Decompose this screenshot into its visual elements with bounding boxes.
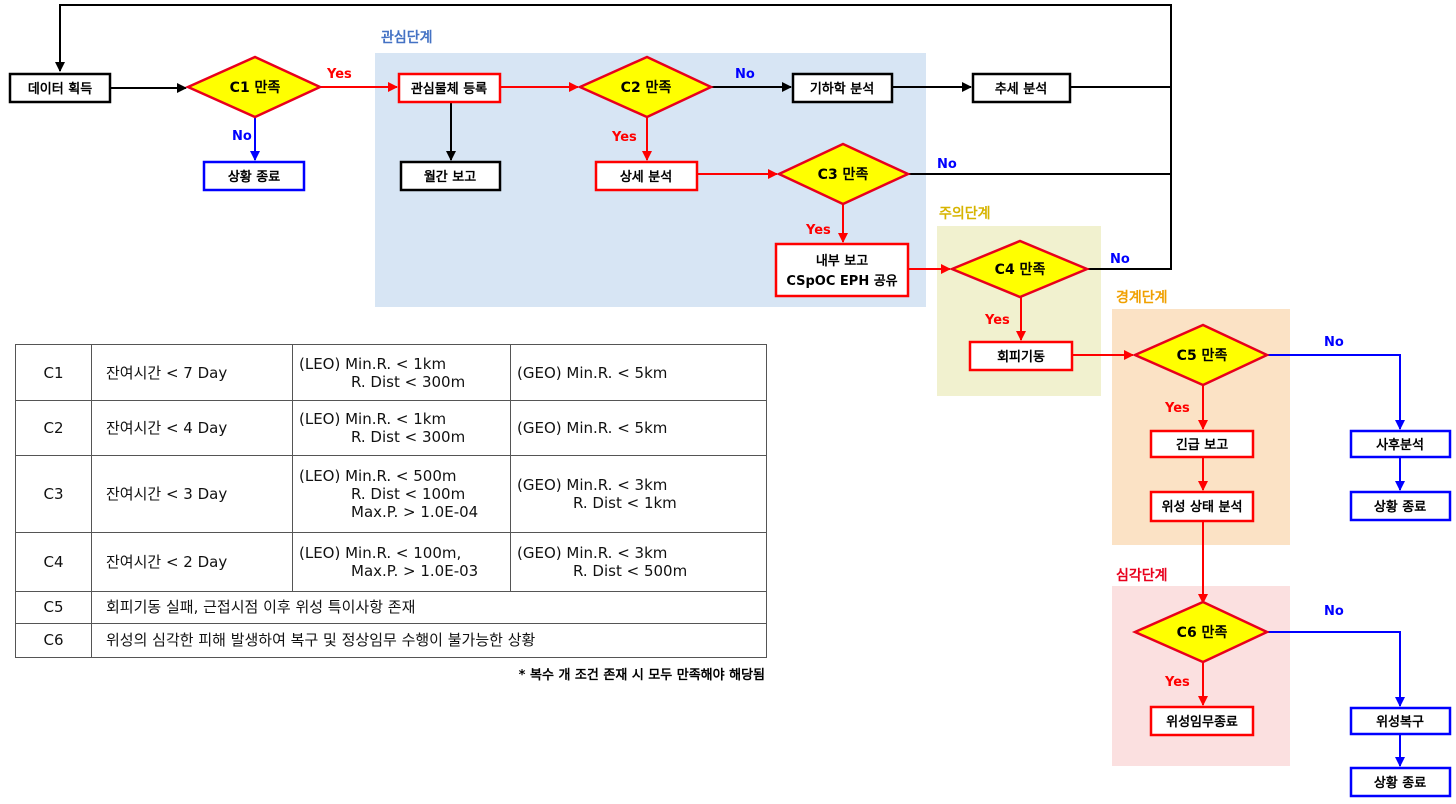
connectors-red — [320, 82, 1208, 706]
criteria-geo: (GEO) Min.R. < 5km — [510, 343, 767, 402]
svg-text:C3 만족: C3 만족 — [818, 167, 869, 183]
svg-text:위성임무종료: 위성임무종료 — [1166, 715, 1238, 730]
box-geometry-analysis: 기하학 분석 — [791, 72, 894, 104]
stage-title-warning: 경계단계 — [1116, 289, 1168, 306]
connectors-black — [55, 4, 1172, 270]
box-post-analysis: 사후분석 — [1349, 429, 1452, 459]
label-no-c3: No — [937, 157, 957, 172]
box-end-c1: 상황 종료 — [202, 160, 306, 192]
box-end-c6: 상황 종료 — [1349, 766, 1452, 798]
criteria-leo: (LEO) Min.R. < 1km R. Dist < 300m — [292, 400, 511, 457]
criteria-geo: (GEO) Min.R. < 5km — [510, 400, 767, 457]
svg-text:위성 상태 분석: 위성 상태 분석 — [1162, 500, 1243, 515]
criteria-row-c1: C1 잔여시간 < 7 Day (LEO) Min.R. < 1km R. Di… — [15, 343, 767, 402]
svg-text:상황 종료: 상황 종료 — [228, 169, 280, 185]
criteria-id: C2 — [15, 400, 92, 457]
svg-text:CSpOC EPH 공유: CSpOC EPH 공유 — [786, 274, 897, 289]
criteria-leo: (LEO) Min.R. < 500m R. Dist < 100m Max.P… — [292, 455, 511, 533]
label-yes-c1: Yes — [326, 67, 352, 82]
label-no-c6: No — [1324, 604, 1344, 619]
criteria-remaining-time: 잔여시간 < 7 Day — [91, 343, 293, 402]
stage-title-severe: 심각단계 — [1116, 567, 1168, 584]
criteria-row-c2: C2 잔여시간 < 4 Day (LEO) Min.R. < 1km R. Di… — [15, 400, 767, 457]
stage-title-interest: 관심단계 — [381, 29, 433, 46]
label-no-c1: No — [232, 129, 252, 144]
stage-title-caution: 주의단계 — [939, 205, 991, 222]
box-satellite-recovery: 위성복구 — [1349, 706, 1452, 736]
criteria-id: C6 — [15, 622, 92, 659]
box-data-acquisition: 데이터 획득 — [8, 72, 112, 104]
criteria-id: C1 — [15, 343, 92, 402]
criteria-remaining-time: 잔여시간 < 2 Day — [91, 531, 293, 592]
criteria-id: C5 — [15, 590, 92, 624]
box-avoidance-maneuver: 회피기동 — [968, 340, 1074, 372]
criteria-id: C4 — [15, 531, 92, 592]
label-no-c5: No — [1324, 335, 1344, 350]
svg-text:C1 만족: C1 만족 — [230, 80, 281, 96]
connectors-blue — [250, 117, 1405, 767]
label-yes-c5: Yes — [1164, 401, 1190, 416]
box-urgent-report: 긴급 보고 — [1149, 429, 1255, 459]
criteria-row-c5: C5 회피기동 실패, 근접시점 이후 위성 특이사항 존재 — [15, 590, 767, 624]
box-register-object: 관심물체 등록 — [397, 72, 502, 104]
criteria-row-c6: C6 위성의 심각한 피해 발생하여 복구 및 정상임무 수행이 불가능한 상황 — [15, 622, 767, 659]
criteria-footnote: * 복수 개 조건 존재 시 모두 만족해야 해당됨 — [518, 668, 765, 683]
criteria-leo: (LEO) Min.R. < 1km R. Dist < 300m — [292, 343, 511, 402]
svg-text:C4 만족: C4 만족 — [995, 262, 1046, 278]
svg-text:상황 종료: 상황 종료 — [1374, 499, 1426, 515]
svg-text:월간 보고: 월간 보고 — [424, 169, 476, 185]
box-end-c5: 상황 종료 — [1349, 490, 1452, 522]
svg-text:기하학 분석: 기하학 분석 — [810, 81, 874, 97]
box-monthly-report: 월간 보고 — [399, 160, 502, 192]
box-trend-analysis: 추세 분석 — [971, 72, 1072, 104]
criteria-leo: (LEO) Min.R. < 100m, Max.P. > 1.0E-03 — [292, 531, 511, 592]
criteria-geo: (GEO) Min.R. < 3km R. Dist < 500m — [510, 531, 767, 592]
svg-text:C6 만족: C6 만족 — [1177, 625, 1228, 641]
svg-text:C2 만족: C2 만족 — [621, 80, 672, 96]
criteria-id: C3 — [15, 455, 92, 533]
decision-c3: C3 만족 — [776, 142, 911, 206]
decision-c5: C5 만족 — [1131, 323, 1270, 387]
criteria-table: C1 잔여시간 < 7 Day (LEO) Min.R. < 1km R. Di… — [15, 343, 767, 659]
svg-text:관심물체 등록: 관심물체 등록 — [411, 81, 487, 97]
label-yes-c4: Yes — [984, 313, 1010, 328]
box-detailed-analysis: 상세 분석 — [594, 160, 699, 192]
svg-text:데이터 획득: 데이터 획득 — [28, 81, 92, 97]
svg-text:위성복구: 위성복구 — [1376, 715, 1424, 730]
criteria-description: 회피기동 실패, 근접시점 이후 위성 특이사항 존재 — [91, 590, 767, 624]
label-yes-c3: Yes — [805, 223, 831, 238]
box-internal-report: 내부 보고 CSpOC EPH 공유 — [774, 242, 910, 298]
decision-c1: C1 만족 — [184, 55, 323, 119]
decision-c6: C6 만족 — [1131, 600, 1270, 664]
criteria-remaining-time: 잔여시간 < 4 Day — [91, 400, 293, 457]
label-yes-c2: Yes — [611, 130, 637, 145]
label-no-c2: No — [735, 67, 755, 82]
svg-text:상황 종료: 상황 종료 — [1374, 775, 1426, 791]
svg-text:내부 보고: 내부 보고 — [816, 253, 868, 269]
svg-text:상세 분석: 상세 분석 — [620, 170, 672, 185]
decision-c2: C2 만족 — [576, 55, 714, 119]
criteria-row-c4: C4 잔여시간 < 2 Day (LEO) Min.R. < 100m, Max… — [15, 531, 767, 592]
box-satellite-status: 위성 상태 분석 — [1149, 490, 1255, 523]
svg-text:추세 분석: 추세 분석 — [995, 81, 1047, 97]
criteria-description: 위성의 심각한 피해 발생하여 복구 및 정상임무 수행이 불가능한 상황 — [91, 622, 767, 659]
svg-text:사후분석: 사후분석 — [1376, 437, 1424, 453]
criteria-geo: (GEO) Min.R. < 3km R. Dist < 1km — [510, 455, 767, 533]
box-mission-end: 위성임무종료 — [1149, 705, 1255, 737]
svg-text:긴급 보고: 긴급 보고 — [1176, 437, 1228, 453]
label-yes-c6: Yes — [1164, 675, 1190, 690]
decision-c4: C4 만족 — [948, 239, 1091, 299]
criteria-remaining-time: 잔여시간 < 3 Day — [91, 455, 293, 533]
criteria-row-c3: C3 잔여시간 < 3 Day (LEO) Min.R. < 500m R. D… — [15, 455, 767, 533]
svg-text:C5 만족: C5 만족 — [1177, 348, 1228, 364]
svg-text:회피기동: 회피기동 — [997, 349, 1045, 365]
label-no-c4: No — [1110, 252, 1130, 267]
